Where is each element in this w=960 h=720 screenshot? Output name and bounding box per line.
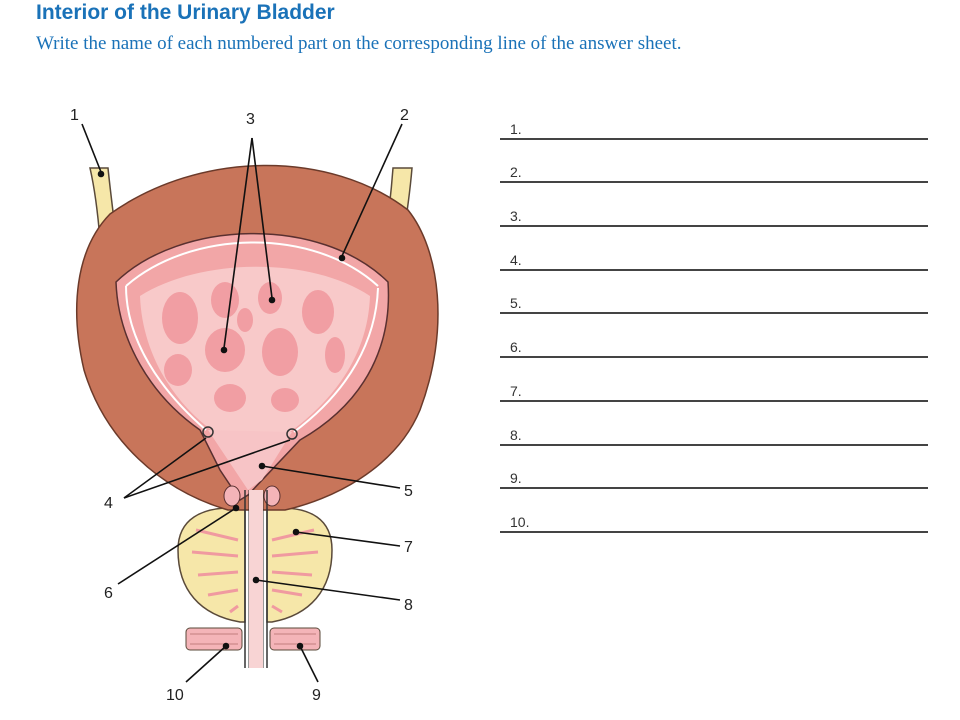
answer-number: 7.	[510, 382, 522, 399]
diagram-label-9: 9	[312, 687, 321, 704]
answer-line-1[interactable]: 1.	[500, 96, 928, 140]
answer-line-9[interactable]: 9.	[500, 446, 928, 490]
diagram-label-7: 7	[404, 539, 413, 556]
diagram-label-10: 10	[166, 687, 184, 704]
answer-line-4[interactable]: 4.	[500, 227, 928, 271]
diagram-number-labels: 1 2 3 4 5 6 7 8 9 10	[70, 107, 413, 704]
answer-number: 1.	[510, 120, 522, 137]
answer-number: 10.	[510, 513, 530, 530]
diagram-label-3: 3	[246, 111, 255, 128]
answer-line-5[interactable]: 5.	[500, 271, 928, 315]
diagram-label-1: 1	[70, 107, 79, 124]
worksheet-title: Interior of the Urinary Bladder	[36, 1, 335, 24]
prostate-gland	[177, 507, 333, 623]
answer-line-7[interactable]: 7.	[500, 358, 928, 402]
worksheet-instructions: Write the name of each numbered part on …	[36, 33, 682, 54]
answer-number: 5.	[510, 295, 522, 312]
trigone	[208, 430, 292, 490]
answer-line-2[interactable]: 2.	[500, 140, 928, 184]
answer-number: 9.	[510, 470, 522, 487]
answer-line-3[interactable]: 3.	[500, 183, 928, 228]
diagram-label-5: 5	[404, 483, 413, 500]
answer-number: 3.	[510, 208, 522, 225]
answer-line-6[interactable]: 6.	[500, 314, 928, 359]
diagram-label-6: 6	[104, 585, 113, 602]
answer-number: 4.	[510, 251, 522, 268]
answer-number: 2.	[510, 164, 522, 181]
diagram-label-4: 4	[104, 495, 113, 512]
leader-lines	[81, 123, 403, 683]
rugae	[140, 266, 370, 480]
diagram-label-8: 8	[404, 597, 413, 614]
answer-line-10[interactable]: 10.	[500, 489, 928, 533]
answer-number: 8.	[510, 426, 522, 443]
answer-line-8[interactable]: 8.	[500, 402, 928, 446]
answer-number: 6.	[510, 339, 522, 356]
bladder-diagram: 1 2 3 4 5 6 7 8 9 10	[70, 107, 439, 704]
answer-sheet: 1. 2. 3. 4. 5. 6. 7. 8. 9. 10.	[500, 96, 928, 533]
diagram-label-2: 2	[400, 107, 409, 124]
